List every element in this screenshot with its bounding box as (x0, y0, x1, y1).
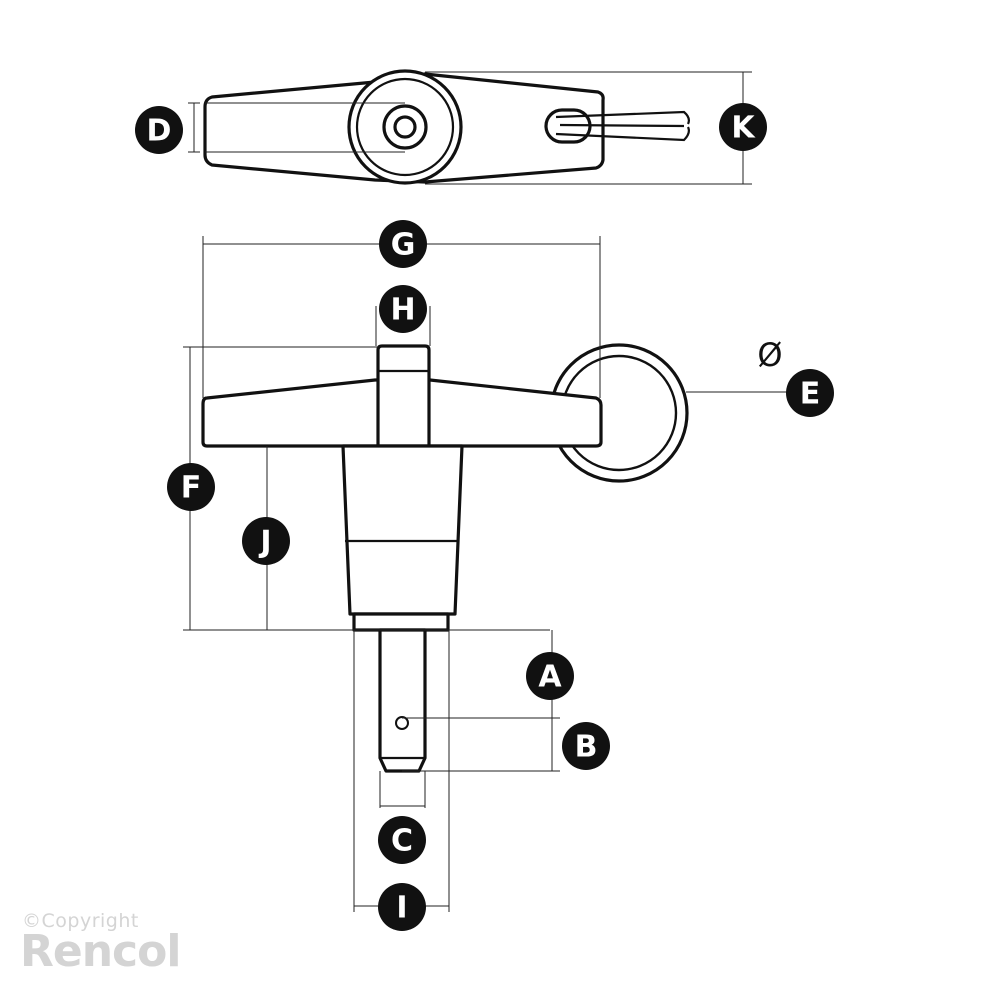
pin-shank (378, 628, 427, 773)
lanyard-wire-1 (555, 110, 690, 125)
lanyard-wire-2 (555, 126, 690, 142)
pin-collar (352, 612, 450, 632)
front-view-dimensions (183, 236, 790, 912)
label-c: C (378, 816, 426, 864)
plunger-head (376, 344, 431, 448)
front-view (201, 343, 689, 773)
pin-body (341, 444, 464, 616)
label-f-text: F (181, 471, 202, 506)
label-a-text: A (538, 660, 562, 695)
brand-watermark: Rencol (20, 926, 181, 977)
label-g-text: G (391, 228, 416, 263)
copyright-watermark: ©Copyright (22, 910, 139, 932)
label-i-text: I (396, 891, 407, 926)
label-g: G (379, 220, 427, 268)
label-d-text: D (147, 114, 172, 149)
label-b-text: B (575, 730, 598, 765)
lanyard-wire-3 (559, 123, 685, 128)
diameter-symbol: Ø (757, 336, 782, 374)
label-a: A (526, 652, 574, 700)
top-view (203, 69, 690, 185)
label-d: D (135, 106, 183, 154)
hub-inner-ring (355, 77, 455, 177)
label-k-text: K (731, 111, 756, 146)
label-e: Ø E (757, 336, 834, 417)
label-h-text: H (390, 293, 415, 328)
label-h: H (379, 285, 427, 333)
dimension-labels: D K G H F J Ø E A (135, 103, 834, 931)
label-j: J (242, 517, 290, 565)
label-c-text: C (391, 824, 413, 859)
label-j-text: J (258, 525, 271, 560)
label-e-text: E (800, 377, 821, 412)
pin-cross-hole (395, 716, 409, 730)
label-i: I (378, 883, 426, 931)
label-k: K (719, 103, 767, 151)
top-view-dimensions (188, 71, 752, 185)
label-b: B (562, 722, 610, 770)
label-f: F (167, 463, 215, 511)
plunger-top-inner (393, 115, 417, 139)
